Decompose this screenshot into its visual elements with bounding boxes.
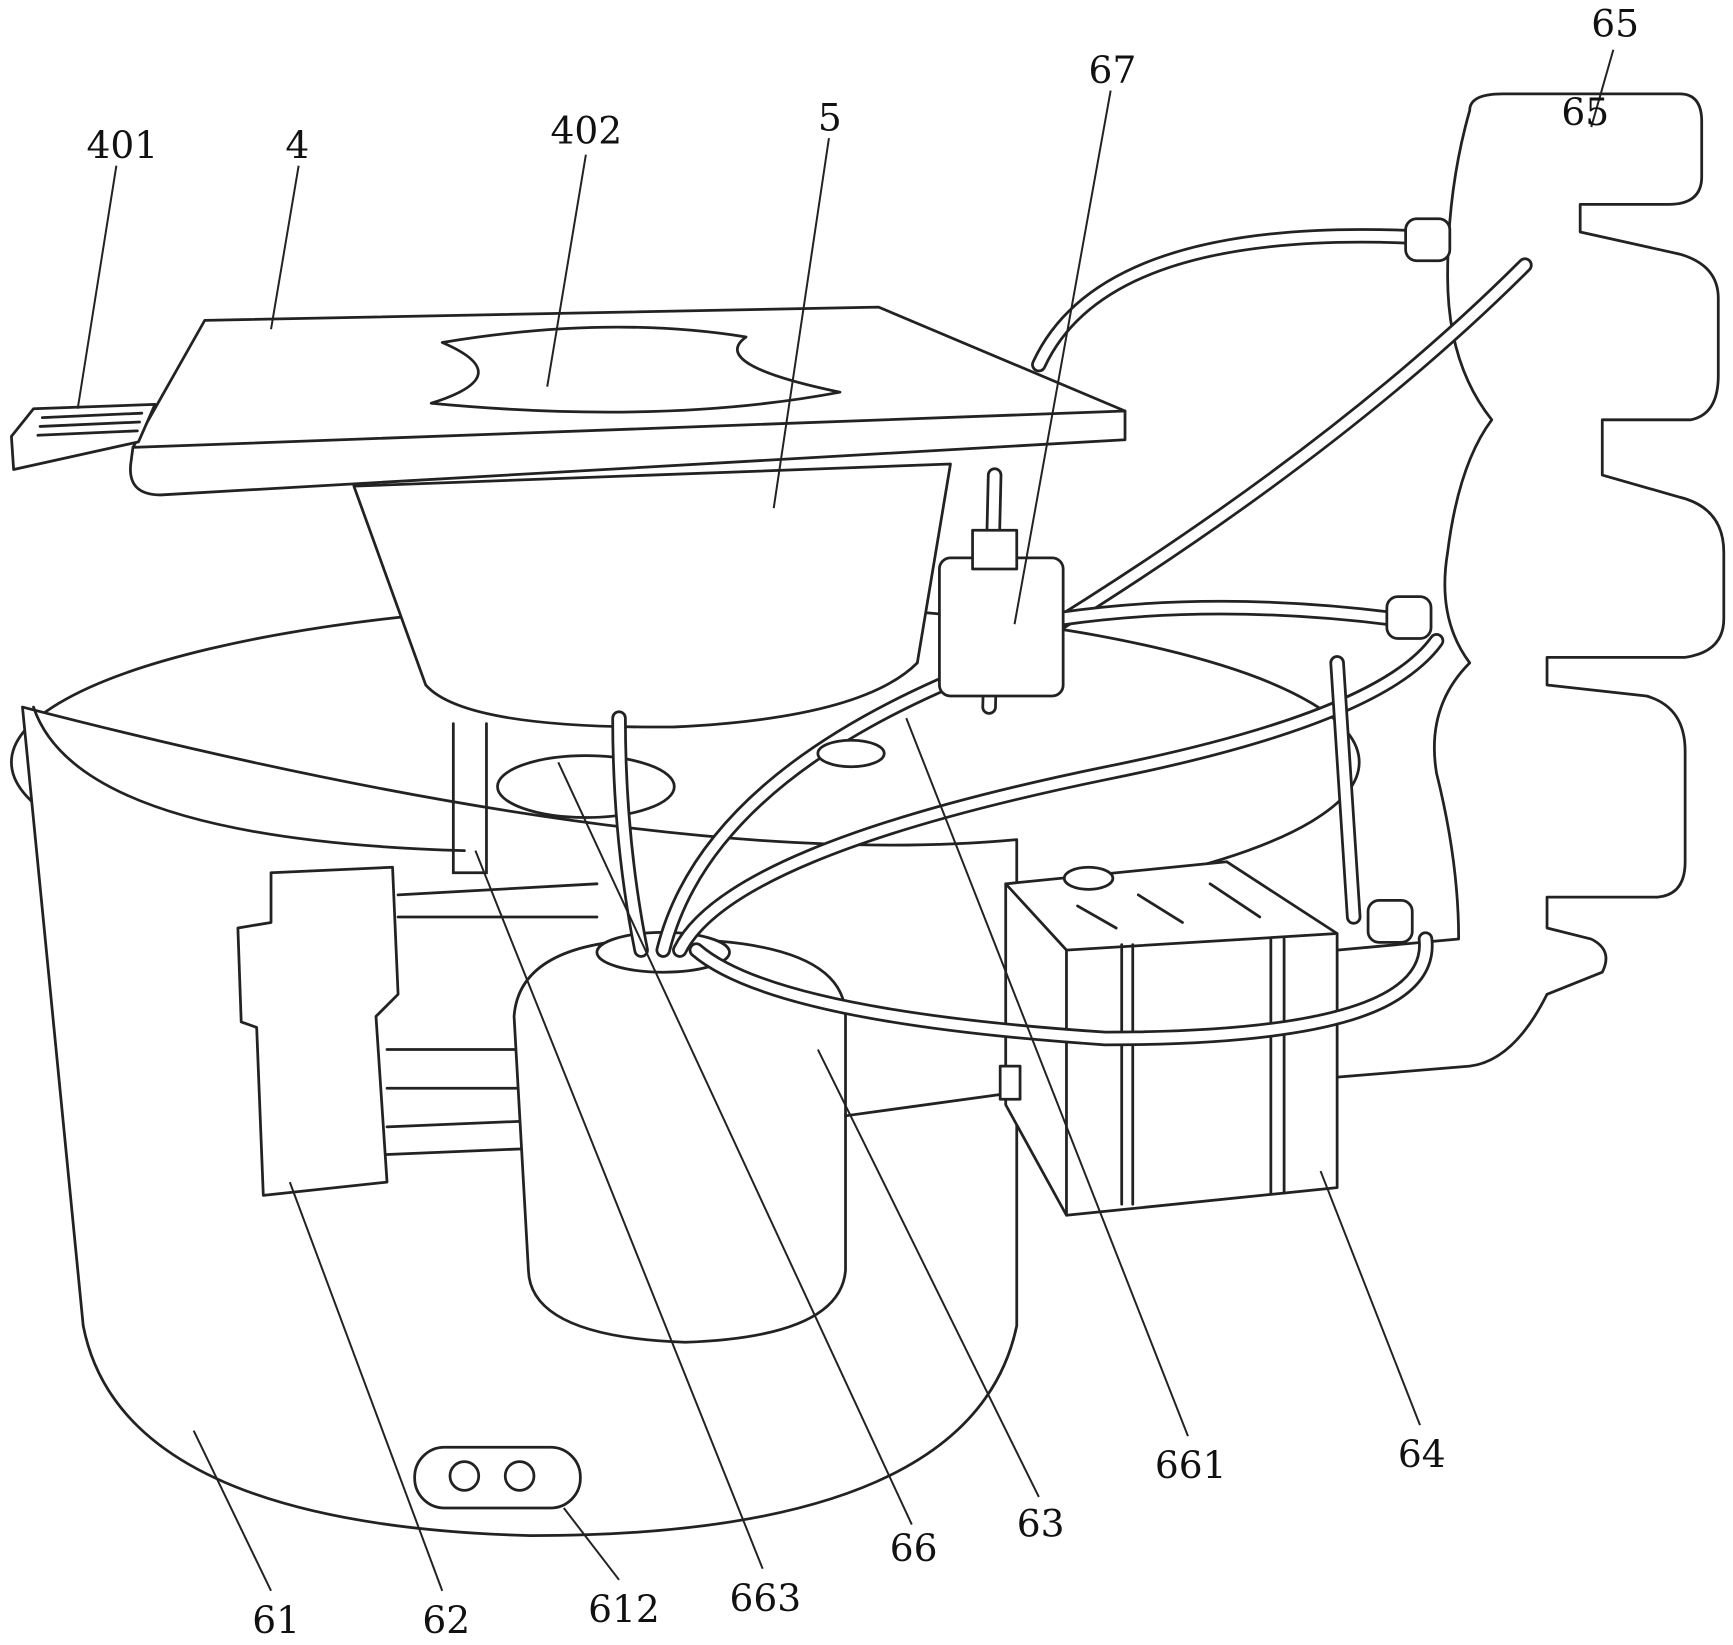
label-61: 61	[252, 1598, 300, 1642]
label-63: 63	[1017, 1502, 1065, 1546]
label-663: 663	[730, 1576, 802, 1620]
label-612: 612	[588, 1587, 660, 1631]
bracket-62	[236, 865, 400, 1197]
handle-401	[10, 402, 157, 471]
label-4: 4	[285, 123, 309, 167]
leader-lines	[76, 49, 1615, 1592]
label-401: 401	[87, 123, 159, 167]
label-64: 64	[1398, 1432, 1446, 1476]
basin-5	[352, 462, 952, 729]
label-402: 402	[551, 109, 623, 153]
socket-612	[413, 1445, 582, 1510]
label-62: 62	[422, 1598, 470, 1642]
label-67: 67	[1089, 48, 1137, 92]
label-66: 66	[890, 1526, 938, 1570]
valve-67	[938, 556, 1065, 698]
canister-63	[512, 937, 847, 1344]
label-5: 5	[818, 95, 842, 139]
opening-402	[429, 325, 842, 414]
label-65-inline: 65	[1561, 90, 1609, 134]
label-661: 661	[1155, 1443, 1227, 1487]
duct-65	[1335, 92, 1726, 1079]
label-65: 65	[1591, 1, 1639, 45]
